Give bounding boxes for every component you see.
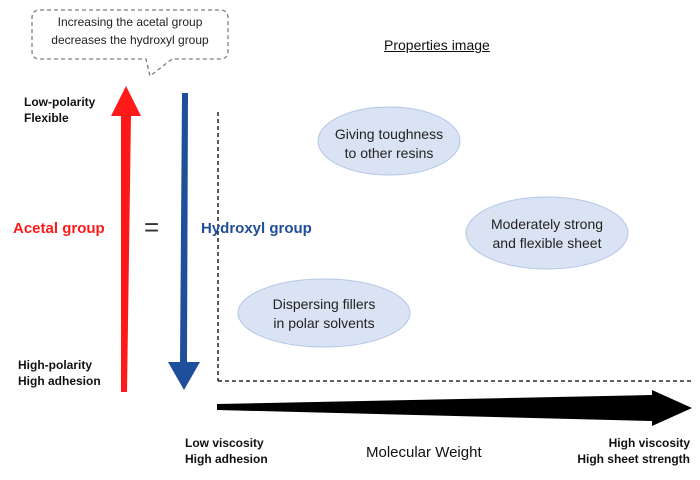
bubble-flexible-sheet-line-1: Moderately strong [490, 216, 604, 232]
callout-line-2: decreases the hydroxyl group [51, 33, 209, 47]
high-viscosity-label: High viscosity High sheet strength [574, 436, 690, 467]
high-polarity-label: High-polarity High adhesion [18, 358, 101, 389]
hydroxyl-down-arrow [168, 93, 200, 390]
high-polarity-line-2: High adhesion [18, 373, 101, 388]
low-polarity-label: Low-polarity Flexible [24, 95, 95, 126]
bubble-toughness-text: Giving toughness to other resins [318, 125, 460, 163]
low-viscosity-line-2: High adhesion [185, 451, 268, 466]
bubble-toughness-line-1: Giving toughness [334, 126, 444, 142]
molecular-weight-arrow [217, 390, 692, 426]
bubble-toughness-shape [317, 106, 461, 176]
molecular-weight-label: Molecular Weight [366, 444, 482, 461]
low-viscosity-label: Low viscosity High adhesion [185, 436, 268, 467]
acetal-up-arrow [111, 86, 141, 392]
equals-sign: = [144, 212, 160, 242]
callout-box [31, 9, 229, 78]
low-viscosity-line-1: Low viscosity [185, 436, 264, 450]
callout-text: Increasing the acetal group decreases th… [36, 13, 224, 49]
bubble-flexible-sheet-line-2: and flexible sheet [492, 235, 602, 251]
diagram-title: Properties image [384, 37, 490, 53]
bubble-flexible-sheet-text: Moderately strong and flexible sheet [466, 215, 628, 253]
high-viscosity-line-1: High viscosity [608, 436, 690, 450]
bubble-dispersing-line-1: Dispersing fillers [272, 296, 376, 312]
bubble-dispersing-text: Dispersing fillers in polar solvents [238, 295, 410, 333]
bubble-dispersing-shape [237, 278, 411, 348]
bubble-toughness-line-2: to other resins [344, 145, 434, 161]
acetal-group-label: Acetal group [13, 220, 105, 237]
hydroxyl-group-label: Hydroxyl group [201, 220, 312, 237]
bubble-dispersing-line-2: in polar solvents [273, 315, 375, 331]
high-polarity-line-1: High-polarity [18, 358, 92, 372]
low-polarity-line-2: Flexible [24, 110, 69, 125]
high-viscosity-line-2: High sheet strength [577, 451, 690, 466]
low-polarity-line-1: Low-polarity [24, 95, 96, 109]
callout-line-1: Increasing the acetal group [57, 15, 203, 29]
bubble-flexible-sheet-shape [465, 196, 629, 270]
